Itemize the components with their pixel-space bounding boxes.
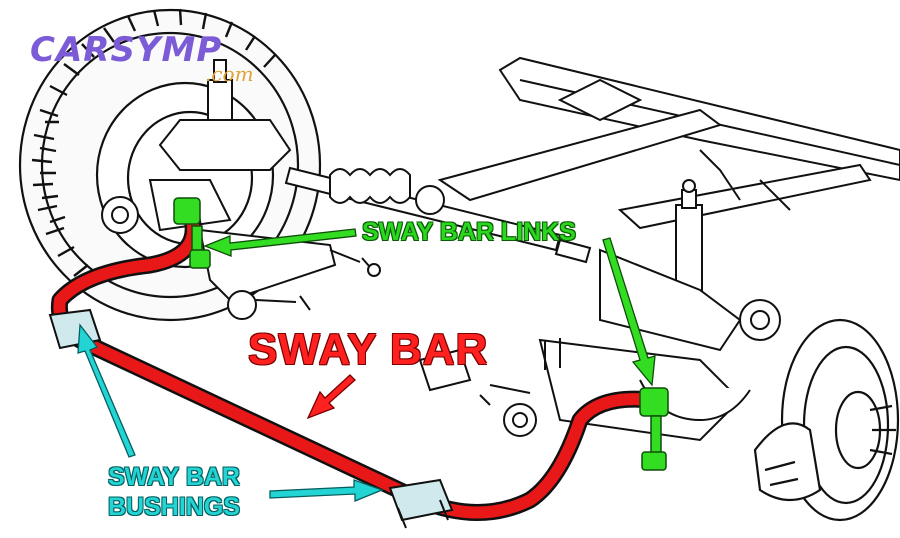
sway-bar-links-label: SWAY BAR LINKS [362, 218, 576, 246]
sway-bar-link-right [639, 387, 669, 471]
bushings-arrows [77, 323, 384, 502]
site-logo-suffix: .com [205, 62, 254, 86]
sway-bar-link-left [173, 197, 211, 269]
right-brake-rotor [753, 318, 900, 522]
vehicle-frame [437, 56, 900, 230]
sway-bar-bushing-right [388, 478, 454, 529]
sway-bar-bushings-label-line2: BUSHINGS [108, 493, 240, 521]
steering-rack [284, 166, 592, 264]
sway-bar-label: SWAY BAR [248, 325, 489, 374]
sway-bar-bushings-label: SWAY BAR BUSHINGS [108, 462, 240, 522]
site-logo: CARSYMP [30, 30, 223, 70]
sway-bar-arrow [306, 374, 356, 420]
links-arrows [203, 228, 656, 387]
sway-bar-bushings-label-line1: SWAY BAR [108, 463, 240, 491]
